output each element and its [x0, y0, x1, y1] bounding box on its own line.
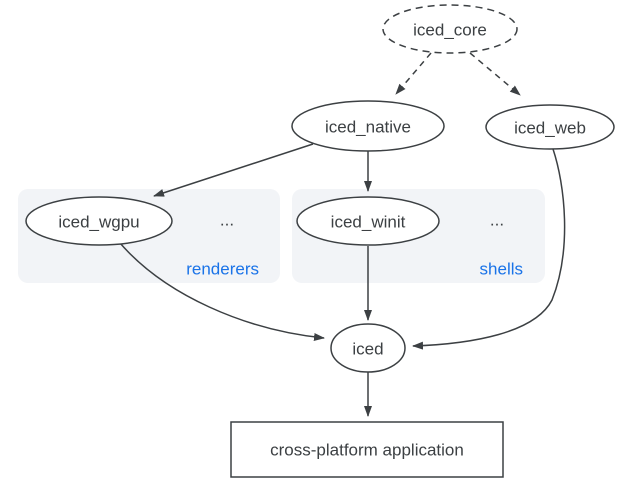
edge-iced-core-to-iced-web: [469, 52, 521, 96]
node-iced-core: [382, 4, 518, 54]
node-iced-web-label: iced_web: [514, 119, 586, 138]
node-iced-native: [291, 100, 445, 152]
node-iced-wgpu-label: iced_wgpu: [58, 213, 139, 232]
group-renderers-ellipsis: ...: [220, 211, 234, 230]
edge-iced-native-to-iced-wgpu: [153, 143, 314, 197]
node-iced-core-label: iced_core: [413, 21, 487, 40]
node-iced: [330, 323, 406, 373]
node-iced-winit: [296, 196, 440, 246]
group-shells-ellipsis: ...: [490, 211, 504, 230]
node-cross-platform-application-label: cross-platform application: [270, 441, 464, 460]
edge-iced-wgpu-to-iced: [119, 242, 325, 341]
edge-iced-web-to-iced: [412, 148, 566, 350]
node-iced-winit-label: iced_winit: [331, 213, 406, 232]
node-iced-native-label: iced_native: [325, 118, 411, 137]
node-iced-web: [485, 104, 615, 150]
node-cross-platform-application: [230, 421, 504, 478]
edge-iced-core-to-iced-native: [395, 52, 432, 95]
group-renderers-label: renderers: [186, 260, 259, 279]
group-shells-label: shells: [480, 260, 523, 279]
node-iced-label: iced: [352, 340, 383, 359]
node-iced-wgpu: [25, 196, 173, 246]
